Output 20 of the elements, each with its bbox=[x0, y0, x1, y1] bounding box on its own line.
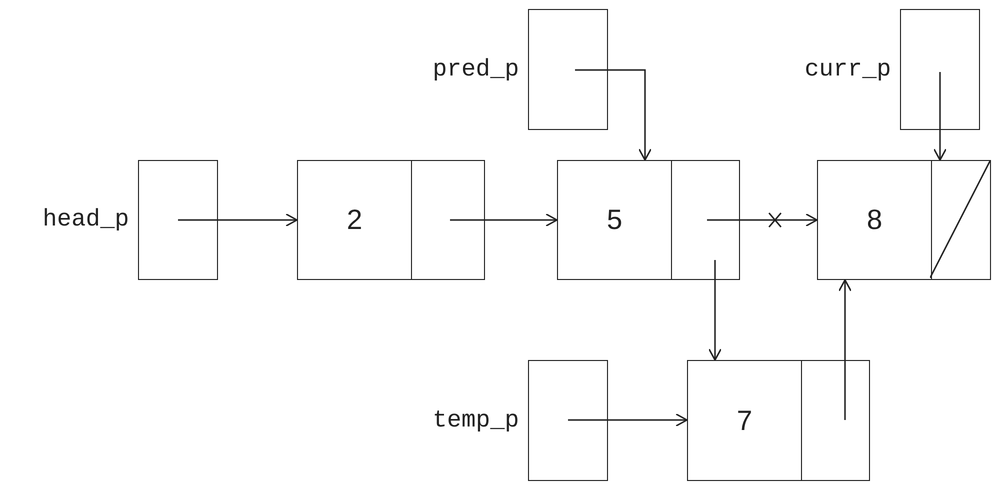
arrow bbox=[178, 213, 298, 227]
arrow bbox=[708, 260, 722, 361]
list-node bbox=[687, 360, 870, 481]
list-node bbox=[297, 160, 485, 280]
arrow bbox=[933, 72, 947, 161]
arrow bbox=[450, 213, 558, 227]
list-node bbox=[557, 160, 740, 280]
variable-name: temp_p bbox=[432, 407, 519, 434]
arrow bbox=[575, 69, 652, 161]
variable-name: pred_p bbox=[432, 56, 519, 83]
node-value: 2 bbox=[346, 204, 362, 236]
node-value: 7 bbox=[736, 404, 752, 436]
node-value: 5 bbox=[606, 204, 622, 236]
variable-name: head_p bbox=[42, 206, 129, 234]
arrow bbox=[707, 213, 818, 227]
variable-name: curr_p bbox=[804, 56, 891, 83]
list-node bbox=[817, 160, 991, 280]
arrow bbox=[568, 413, 688, 427]
node-value: 8 bbox=[866, 204, 882, 236]
arrow bbox=[838, 279, 852, 420]
